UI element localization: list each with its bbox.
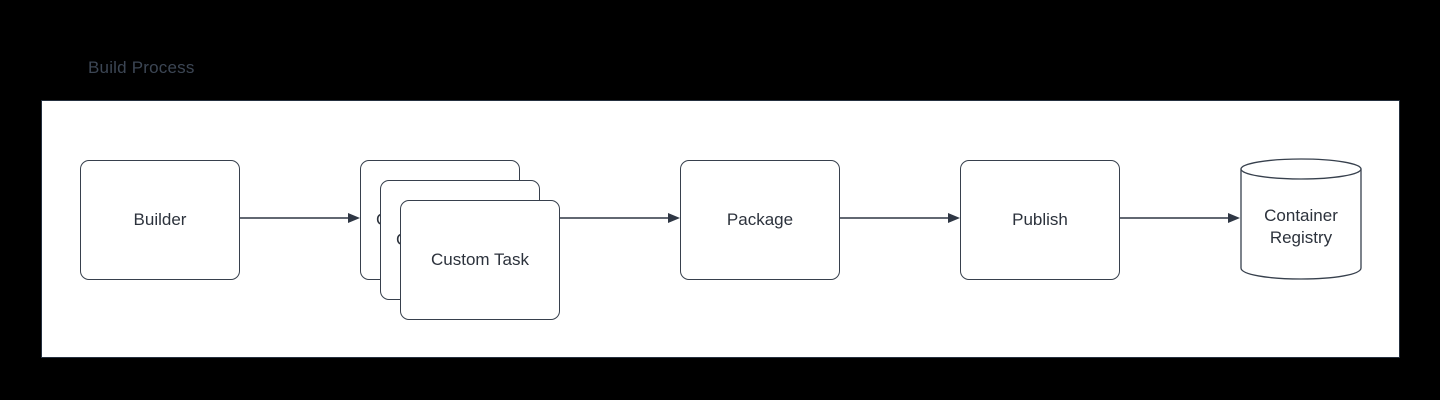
- node-publish-label: Publish: [1012, 210, 1068, 229]
- node-custom-task[interactable]: Custom Task: [400, 200, 560, 320]
- diagram-title: Build Process: [88, 58, 195, 77]
- node-builder[interactable]: Builder: [80, 160, 240, 280]
- node-package[interactable]: Package: [680, 160, 840, 280]
- node-package-label: Package: [726, 210, 794, 229]
- cylinder-shape: [1240, 158, 1362, 280]
- node-publish[interactable]: Publish: [960, 160, 1120, 280]
- node-container-registry[interactable]: Container Registry: [1240, 158, 1362, 280]
- node-builder-label: Builder: [133, 210, 187, 229]
- node-custom-task-label: Custom Task: [431, 250, 529, 269]
